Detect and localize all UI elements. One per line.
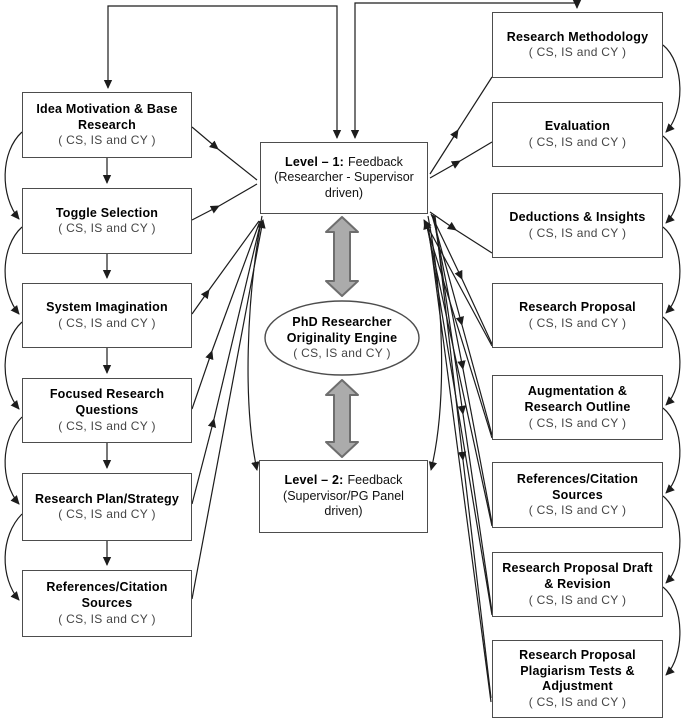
box-evaluation: Evaluation ( CS, IS and CY ) bbox=[492, 102, 663, 167]
box-title: Focused Research Questions bbox=[49, 387, 165, 417]
box-subtitle: ( CS, IS and CY ) bbox=[528, 694, 627, 709]
box-idea-motivation-base-research: Idea Motivation & Base Research ( CS, IS… bbox=[22, 92, 192, 158]
engine-line1: PhD Researcher bbox=[292, 314, 392, 329]
box-title: Research Plan/Strategy bbox=[34, 491, 180, 506]
box-title: Research Methodology bbox=[506, 29, 649, 44]
box-research-methodology: Research Methodology ( CS, IS and CY ) bbox=[492, 12, 663, 78]
box-title: Research Proposal bbox=[519, 300, 636, 315]
box-system-imagination: System Imagination ( CS, IS and CY ) bbox=[22, 283, 192, 348]
level1-prefix: Level – 1: bbox=[285, 154, 345, 169]
box-title: Research Proposal Draft & Revision bbox=[502, 561, 653, 591]
level1-title: Level – 1:Feedback bbox=[285, 155, 403, 171]
box-title: Evaluation bbox=[544, 119, 611, 134]
box-subtitle: ( CS, IS and CY ) bbox=[528, 225, 627, 240]
engine-line2: Originality Engine bbox=[286, 331, 398, 346]
box-augmentation-research-outline: Augmentation & Research Outline ( CS, IS… bbox=[492, 375, 663, 440]
box-subtitle: ( CS, IS and CY ) bbox=[528, 134, 627, 149]
level1-detail: (Researcher - Supervisor driven) bbox=[274, 170, 414, 200]
box-subtitle: ( CS, IS and CY ) bbox=[528, 415, 627, 430]
level2-prefix: Level – 2: bbox=[284, 473, 344, 488]
box-research-proposal-plagiarism-tests: Research Proposal Plagiarism Tests & Adj… bbox=[492, 640, 663, 718]
originality-engine-ellipse bbox=[264, 300, 420, 376]
box-subtitle: ( CS, IS and CY ) bbox=[58, 507, 156, 522]
box-references-citation-sources-right: References/Citation Sources ( CS, IS and… bbox=[492, 462, 663, 528]
box-level1-feedback: Level – 1:Feedback (Researcher - Supervi… bbox=[260, 142, 428, 214]
box-level2-feedback: Level – 2:Feedback (Supervisor/PG Panel … bbox=[259, 460, 428, 533]
box-deductions-insights: Deductions & Insights ( CS, IS and CY ) bbox=[492, 193, 663, 258]
box-subtitle: ( CS, IS and CY ) bbox=[58, 221, 156, 236]
box-research-plan-strategy: Research Plan/Strategy ( CS, IS and CY ) bbox=[22, 473, 192, 541]
box-title: Deductions & Insights bbox=[509, 210, 646, 225]
box-research-proposal: Research Proposal ( CS, IS and CY ) bbox=[492, 283, 663, 348]
level1-title-rest: Feedback bbox=[348, 154, 403, 169]
level2-title-rest: Feedback bbox=[347, 473, 403, 488]
box-title: Toggle Selection bbox=[55, 205, 159, 220]
box-subtitle: ( CS, IS and CY ) bbox=[528, 45, 627, 60]
box-title: Research Proposal Plagiarism Tests & Adj… bbox=[519, 648, 636, 694]
box-title: Idea Motivation & Base Research bbox=[36, 101, 178, 132]
box-subtitle: ( CS, IS and CY ) bbox=[528, 315, 627, 330]
box-title: System Imagination bbox=[46, 300, 168, 315]
box-subtitle: ( CS, IS and CY ) bbox=[528, 592, 627, 607]
box-subtitle: ( CS, IS and CY ) bbox=[58, 133, 156, 148]
box-subtitle: ( CS, IS and CY ) bbox=[58, 315, 156, 330]
originality-engine-label: PhD Researcher Originality Engine ( CS, … bbox=[267, 306, 417, 370]
engine-subtitle: ( CS, IS and CY ) bbox=[293, 346, 391, 361]
level2-detail: (Supervisor/PG Panel driven) bbox=[283, 488, 404, 519]
box-references-citation-sources-left: References/Citation Sources ( CS, IS and… bbox=[22, 570, 192, 637]
level2-title: Level – 2:Feedback bbox=[285, 473, 403, 489]
box-title: References/Citation Sources bbox=[46, 580, 168, 610]
box-toggle-selection: Toggle Selection ( CS, IS and CY ) bbox=[22, 188, 192, 254]
box-title: References/Citation Sources bbox=[516, 471, 639, 502]
box-subtitle: ( CS, IS and CY ) bbox=[528, 503, 627, 518]
box-subtitle: ( CS, IS and CY ) bbox=[58, 611, 156, 626]
box-title: Augmentation & Research Outline bbox=[524, 384, 631, 414]
box-focused-research-questions: Focused Research Questions ( CS, IS and … bbox=[22, 378, 192, 443]
box-research-proposal-draft-revision: Research Proposal Draft & Revision ( CS,… bbox=[492, 552, 663, 617]
box-subtitle: ( CS, IS and CY ) bbox=[58, 418, 156, 433]
double-arrow-level1-engine bbox=[325, 216, 359, 458]
